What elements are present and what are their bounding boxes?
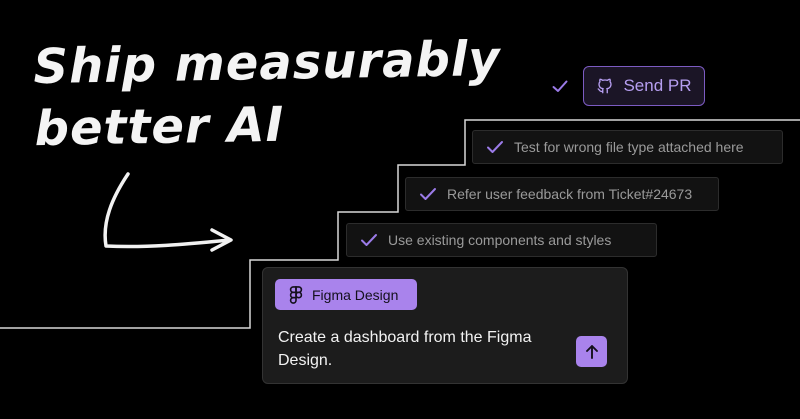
arrow-up-icon xyxy=(585,344,598,359)
check-icon xyxy=(361,234,377,246)
checklist-item-text: Use existing components and styles xyxy=(388,232,612,248)
prompt-card: Figma Design Create a dashboard from the… xyxy=(262,267,628,384)
figma-design-tag[interactable]: Figma Design xyxy=(275,279,417,310)
headline-line-2: better AI xyxy=(34,96,285,158)
figma-icon xyxy=(289,285,303,304)
checklist-item-text: Refer user feedback from Ticket#24673 xyxy=(447,186,693,202)
hand-drawn-arrow-icon xyxy=(103,172,233,252)
check-icon xyxy=(552,80,568,92)
checklist-item-text: Test for wrong file type attached here xyxy=(514,139,744,155)
checklist-item: Use existing components and styles xyxy=(346,223,657,257)
check-icon xyxy=(420,188,436,200)
prompt-input[interactable]: Create a dashboard from the Figma Design… xyxy=(278,329,532,369)
figma-design-label: Figma Design xyxy=(312,286,399,303)
send-button[interactable] xyxy=(576,336,607,367)
check-icon xyxy=(487,141,503,153)
checklist-item: Test for wrong file type attached here xyxy=(472,130,783,164)
checklist-item: Refer user feedback from Ticket#24673 xyxy=(405,177,719,211)
github-icon xyxy=(598,78,613,94)
send-pr-label: Send PR xyxy=(623,76,692,95)
headline-line-1: Ship measurably xyxy=(33,30,502,96)
headline: Ship measurably better AI xyxy=(33,28,502,160)
send-pr-button[interactable]: Send PR xyxy=(583,66,705,106)
